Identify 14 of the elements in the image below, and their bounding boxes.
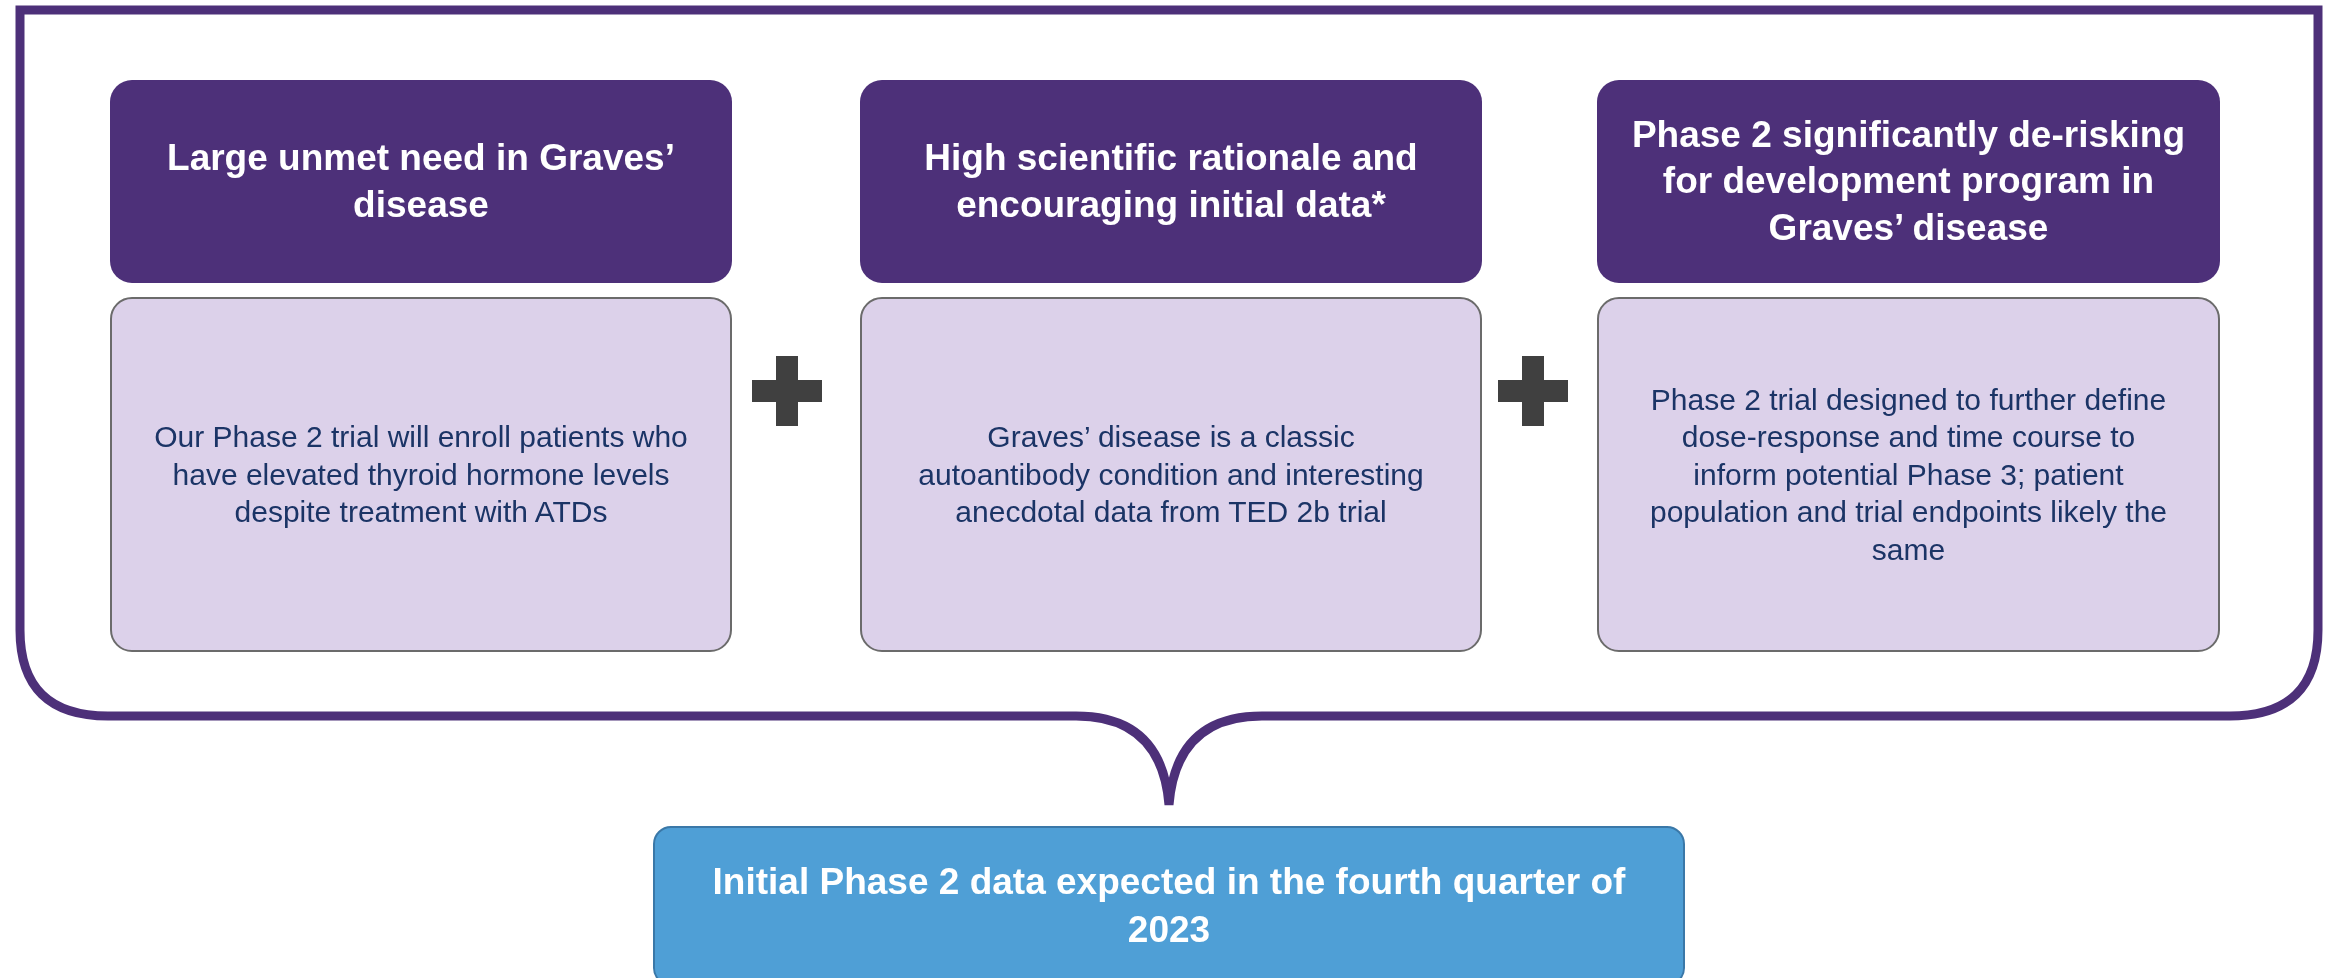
box-text: Our Phase 2 trial will enroll patients who have elevated thyroid hormone levels despite treatment with ATDs (153, 419, 689, 531)
box-text: Graves’ disease is a classic autoantibody condition and interesting anecdotal data from TED 2b trial (917, 419, 1425, 531)
box-text: Phase 2 significantly de-risking for development program in Graves’ disease (1630, 113, 2187, 250)
result-box (653, 826, 1685, 978)
heading-box (860, 80, 1482, 283)
text-box (1597, 297, 2220, 652)
box-text: Phase 2 trial designed to further define dose-response and time course to inform potential Phase 3; patient population and trial endpoints likely the same (1649, 381, 2168, 568)
box-text: Initial Phase 2 data expected in the fourth quarter of 2023 (711, 859, 1627, 952)
heading-box (110, 80, 732, 283)
box-text: Large unmet need in Graves’ disease (166, 136, 676, 227)
box-text: High scientific rationale and encouraging initial data* (923, 136, 1419, 227)
text-box (110, 297, 732, 652)
heading-box (1597, 80, 2220, 283)
text-box (860, 297, 1482, 652)
